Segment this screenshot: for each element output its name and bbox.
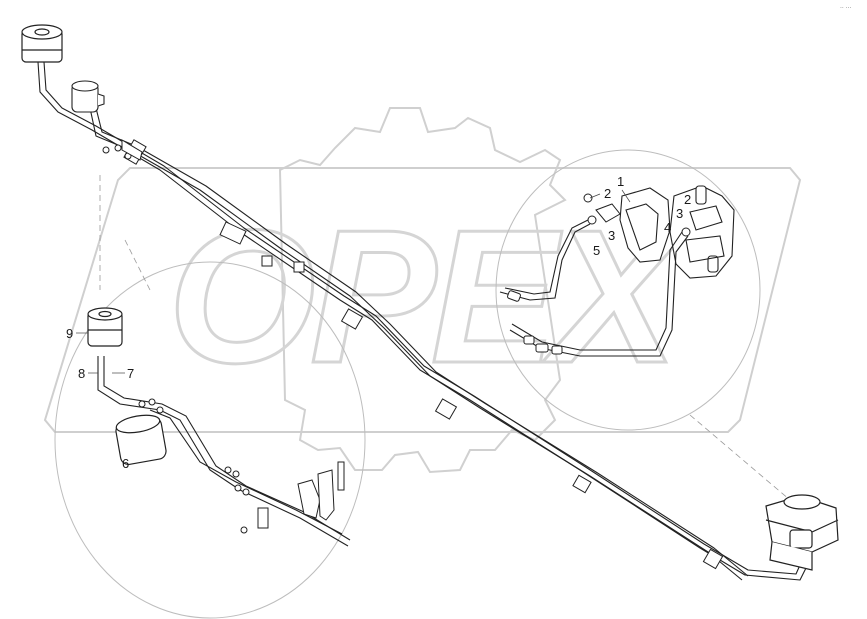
callout-2-upper-leader (589, 193, 601, 199)
callout-2-right: 2 (684, 192, 691, 207)
callout-labels: 1 2 2 3 3 4 5 6 7 8 9 (66, 174, 691, 471)
callout-6: 6 (122, 456, 129, 471)
clamp (572, 474, 592, 494)
callout-2-upper: 2 (604, 186, 611, 201)
clamp (219, 221, 247, 245)
watermark-outline (43, 167, 802, 433)
detail-fittings-left (138, 398, 250, 534)
watermark-text: OPEX (168, 191, 688, 403)
clamp (340, 308, 364, 330)
detail-fittings-right (507, 290, 563, 355)
callout-5: 5 (593, 243, 600, 258)
corner-mark: ·· ··· (840, 5, 852, 12)
callout-4: 4 (664, 220, 671, 235)
watermark-logo: OPEX (43, 107, 802, 474)
canister-top-left (71, 80, 105, 113)
callout-9: 9 (66, 326, 73, 341)
callout-1: 1 (617, 174, 624, 189)
clamp (261, 255, 273, 267)
reservoir-top-left (21, 24, 63, 63)
clamp (434, 398, 458, 420)
detail-circle-left (54, 261, 366, 619)
fittings-top-left (102, 139, 143, 161)
canister-left-detail (115, 414, 167, 466)
valve-assembly-right (619, 185, 735, 279)
reservoir-left-detail (87, 307, 123, 347)
clamp (293, 261, 305, 273)
bracket-left-detail (257, 461, 345, 529)
callout-3-right: 3 (676, 206, 683, 221)
callout-3-left: 3 (608, 228, 615, 243)
hydraulic-unit-bottom-right (765, 494, 839, 571)
callout-7: 7 (127, 366, 134, 381)
callout-8: 8 (78, 366, 85, 381)
leader-circle-right (689, 414, 791, 501)
detail-circle-right (495, 149, 761, 431)
clamp (702, 548, 724, 570)
callout-1-leader (621, 189, 631, 203)
